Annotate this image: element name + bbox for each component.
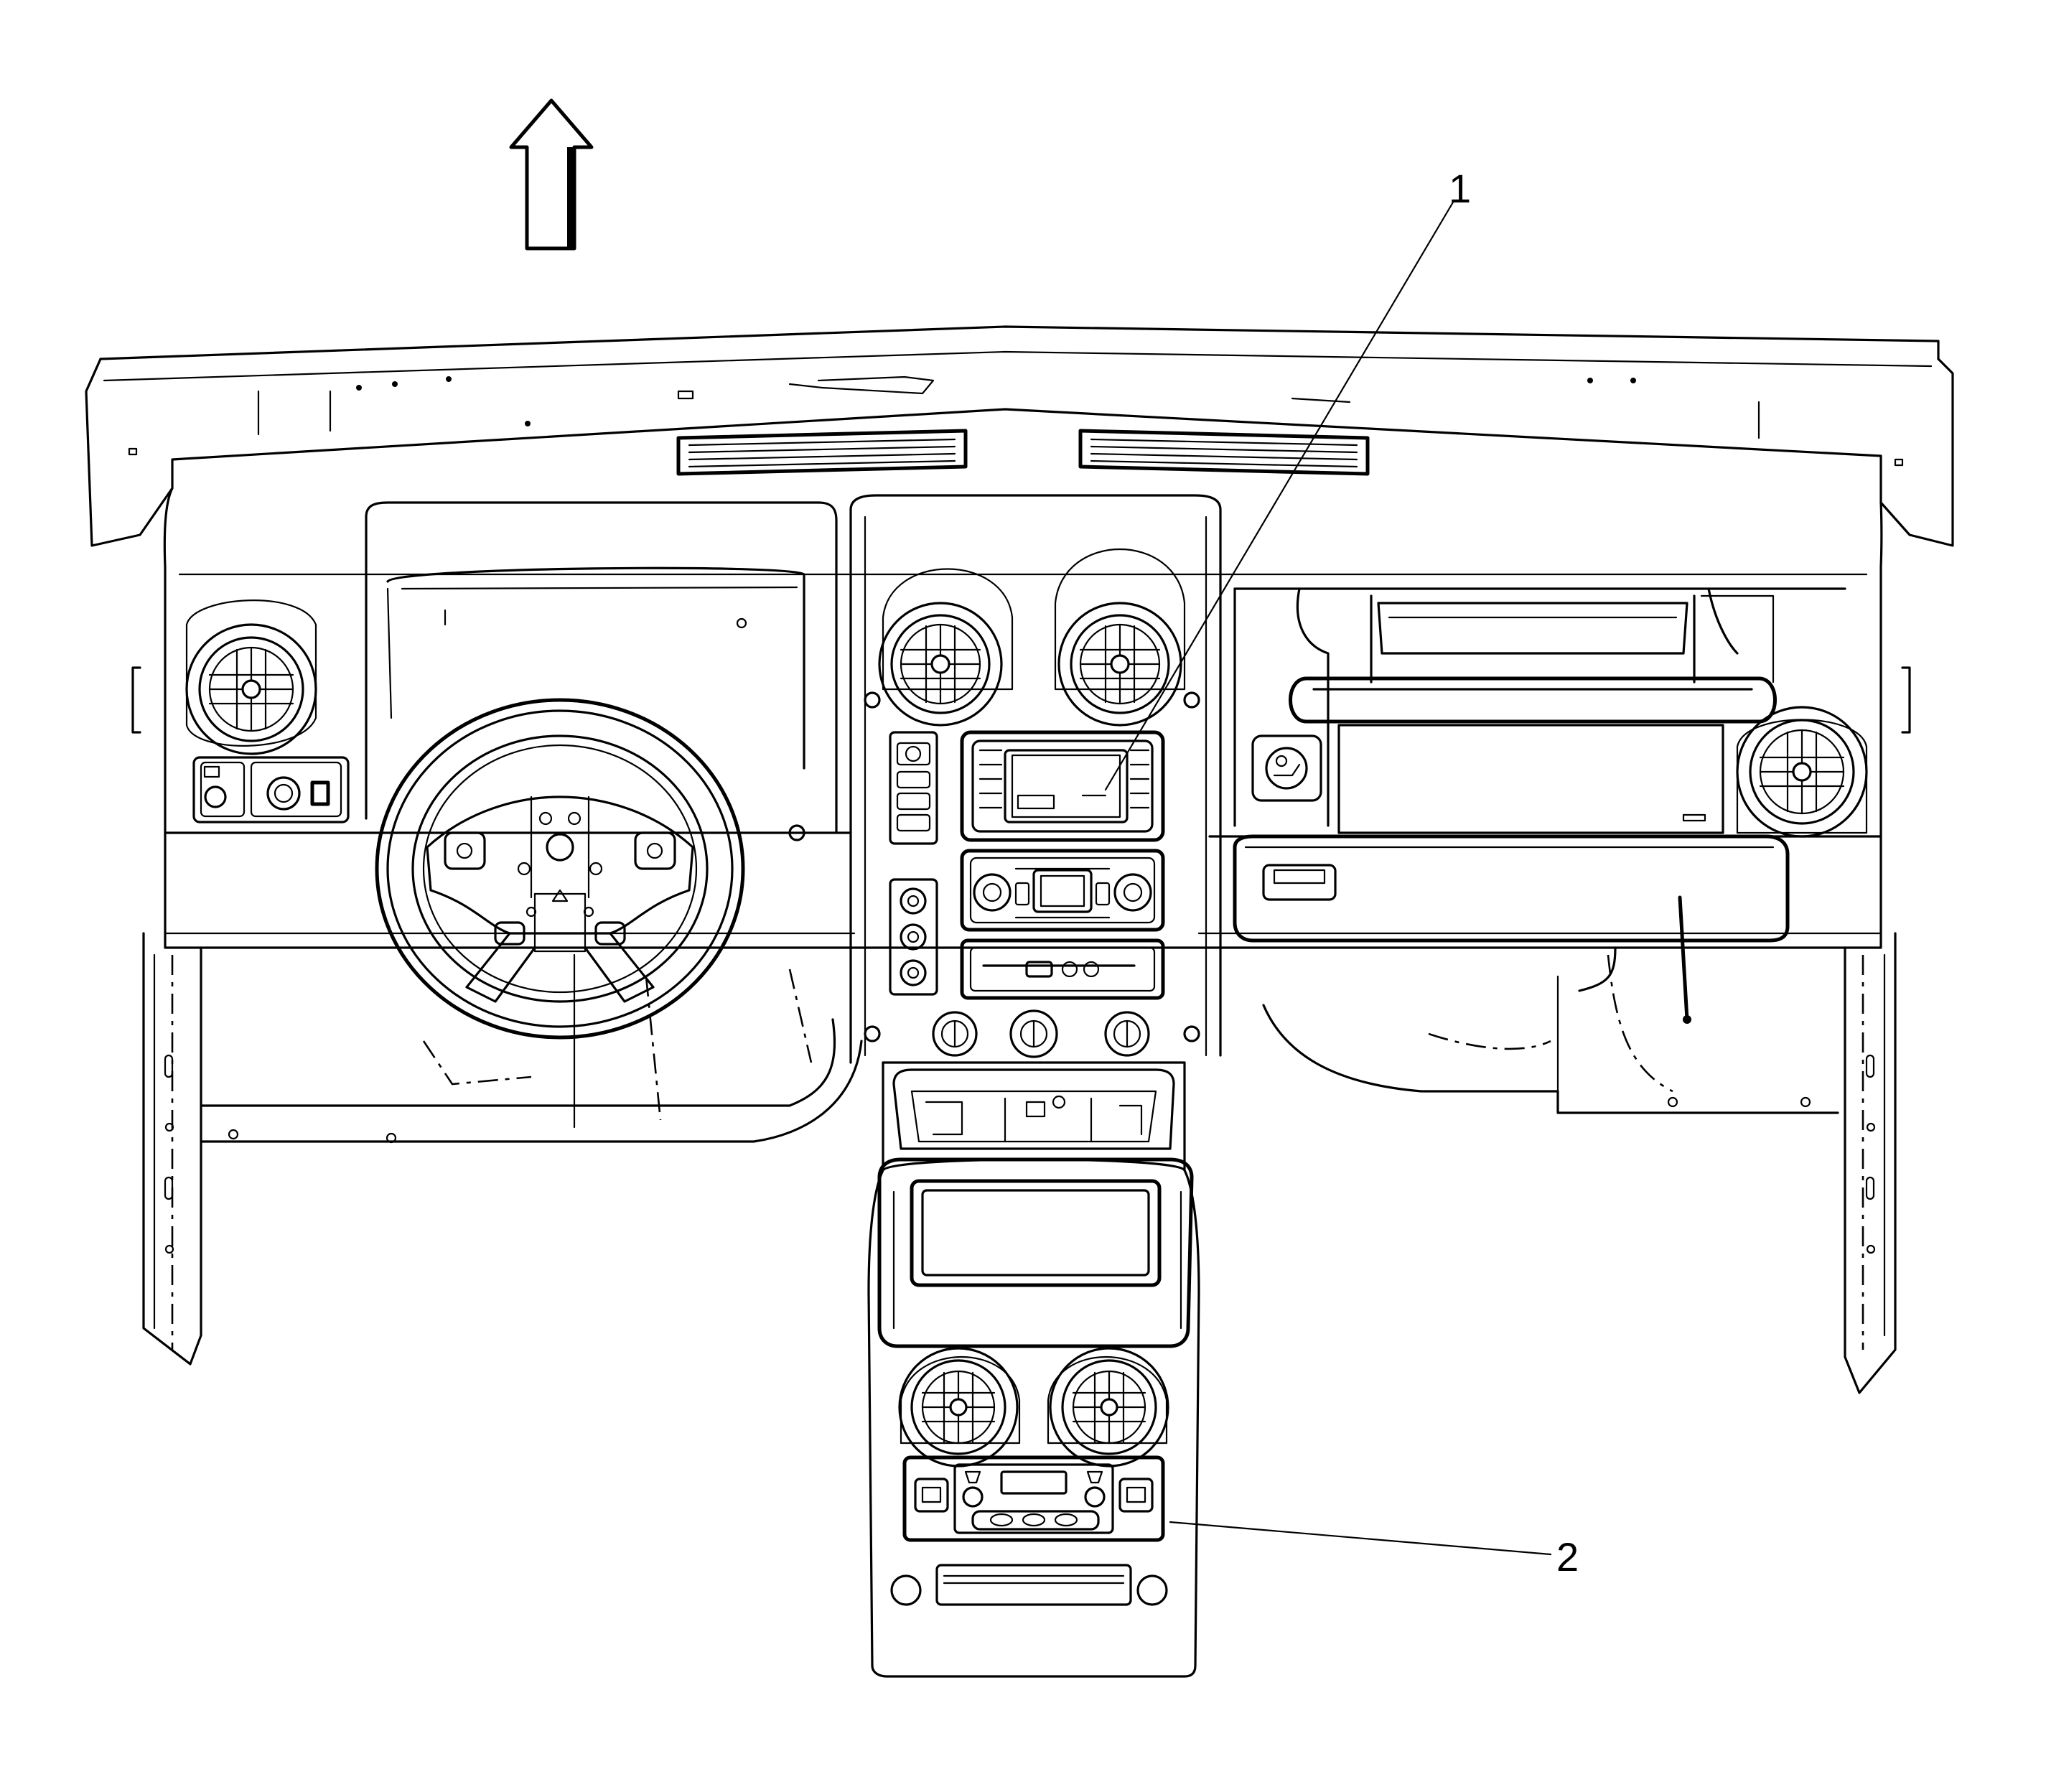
ignition-switch: [788, 824, 805, 841]
right-side-bracket: [1844, 932, 1897, 1394]
console-lower-storage: [890, 1564, 1168, 1606]
rear-hvac-control-panel: [902, 1455, 1165, 1542]
lower-beam-left: [200, 953, 863, 1144]
instrument-panel-body: [163, 487, 1883, 949]
floor-console: [867, 1061, 1200, 1678]
center-stack-bezel: [849, 494, 1222, 1064]
instrument-cluster-hood: [365, 501, 838, 834]
defrost-vent-right: [1078, 429, 1370, 476]
hvac-control-knobs: [932, 1009, 1150, 1058]
lower-beam-right: [1262, 946, 1839, 1114]
passenger-dash-panel: [1233, 587, 1846, 827]
front-direction-arrow-icon: [509, 98, 594, 251]
passenger-airbag-indicator: [1251, 734, 1322, 802]
left-side-bracket: [142, 932, 202, 1366]
steering-wheel: [375, 698, 745, 1040]
right-door-seal: [1901, 666, 1911, 734]
cassette-unit: [960, 938, 1165, 1000]
lower-switch-column: [889, 878, 938, 996]
rear-air-vent-left: [898, 1347, 1021, 1467]
center-air-vent-left: [878, 568, 1014, 727]
callout-leader-1: [1104, 200, 1455, 791]
bezel-fastener: [864, 691, 881, 709]
callout-leader-2: [1169, 1521, 1552, 1556]
defrost-vent-left: [676, 429, 968, 476]
left-door-seal: [131, 666, 141, 734]
left-side-air-vent: [185, 599, 317, 755]
callout-label-2: 2: [1556, 1534, 1579, 1579]
center-air-vent-right: [1054, 549, 1186, 727]
left-switch-column: [889, 731, 938, 845]
right-side-air-vent: [1736, 706, 1868, 838]
rear-air-vent-right: [1047, 1347, 1169, 1467]
console-storage-lid: [877, 1157, 1194, 1348]
bezel-fastener: [1183, 691, 1200, 709]
glove-box-door: [1233, 834, 1790, 1024]
bezel-fastener: [864, 1025, 881, 1042]
passenger-grab-handle: [1289, 594, 1777, 724]
callout-label-1: 1: [1449, 166, 1471, 211]
instrument-panel-top-cowl: [85, 325, 1954, 547]
navigation-radio-display: [960, 730, 1165, 842]
radio-head-unit: [960, 849, 1165, 932]
passenger-airbag-cover: [1337, 724, 1724, 834]
bezel-fastener: [1183, 1025, 1200, 1042]
left-switch-panel: [192, 756, 350, 823]
